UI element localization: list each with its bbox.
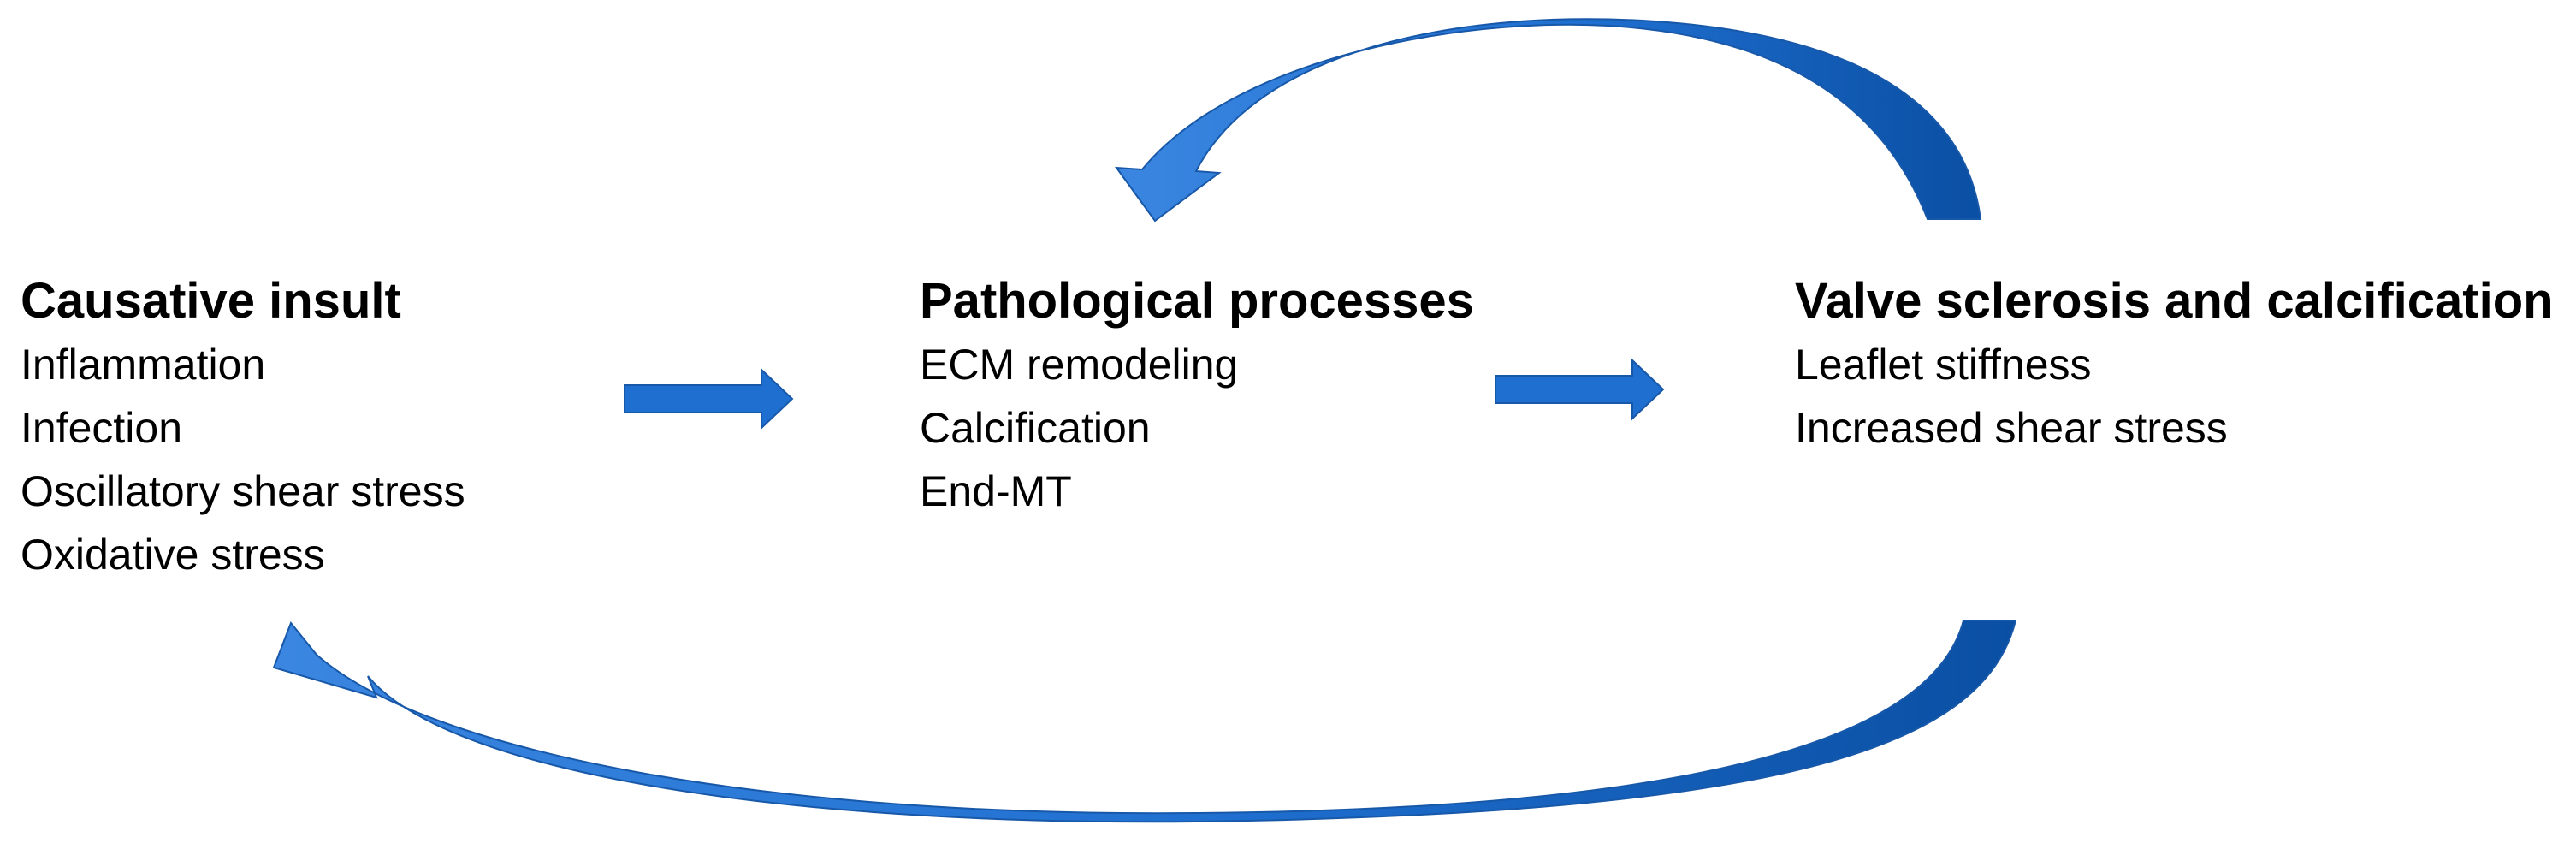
valve-sclerosis-block: Valve sclerosis and calcification Leafle… [1795, 270, 2554, 460]
list-item: ECM remodeling [920, 341, 1239, 389]
causative-insult-heading: Causative insult [21, 273, 401, 329]
list-item: Leaflet stiffness [1795, 341, 2092, 389]
valve-sclerosis-heading: Valve sclerosis and calcification [1795, 273, 2554, 329]
valve-sclerosis-list: Leaflet stiffness Increased shear stress [1795, 333, 2554, 460]
list-item: Oscillatory shear stress [21, 467, 465, 515]
list-item: Calcification [920, 404, 1151, 452]
list-item: Infection [21, 404, 183, 452]
pathological-processes-heading: Pathological processes [920, 273, 1474, 329]
list-item: Increased shear stress [1795, 404, 2228, 452]
arrow-processes-to-valve [1495, 358, 1665, 421]
list-item: Oxidative stress [21, 531, 325, 579]
curved-arrow-valve-to-processes [1114, 18, 1982, 223]
pathological-processes-list: ECM remodeling Calcification End-MT [920, 333, 1474, 523]
curved-arrow-valve-to-insult [272, 620, 2017, 823]
list-item: Inflammation [21, 341, 266, 389]
list-item: End-MT [920, 467, 1072, 515]
arrow-insult-to-processes [624, 367, 794, 430]
causative-insult-block: Causative insult Inflammation Infection … [21, 270, 465, 586]
causative-insult-list: Inflammation Infection Oscillatory shear… [21, 333, 465, 586]
pathological-processes-block: Pathological processes ECM remodeling Ca… [920, 270, 1474, 523]
